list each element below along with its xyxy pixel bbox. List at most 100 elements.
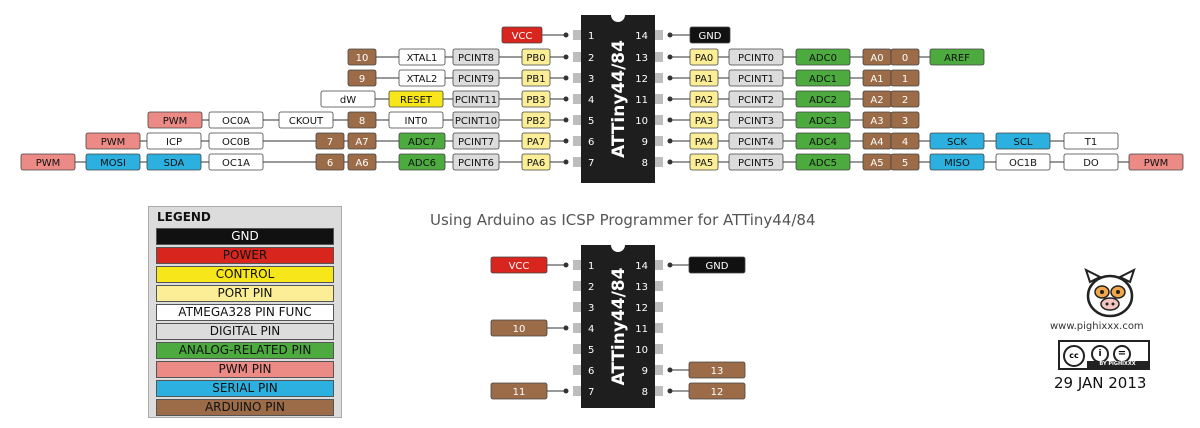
bottom-pin-10-lead: [655, 344, 663, 354]
top-left-5-ckout-box: [278, 111, 334, 129]
bottom-pin-1-lead: [573, 260, 581, 270]
top-left-5-8-box: [347, 111, 377, 129]
top-pin-12-dot: [667, 75, 673, 81]
top-left-7-adc6-box: [398, 153, 446, 171]
top-pin-10-dot: [667, 117, 673, 123]
top-left-3-xtal2: XTAL2: [398, 69, 446, 87]
bottom-pin-11-number: 11: [635, 324, 648, 335]
top-left-7-pa6-text: PA6: [527, 158, 546, 169]
top-left-7-pa6: PA6: [521, 153, 551, 171]
top-pin-5-number: 5: [588, 116, 594, 127]
top-right-11-pcint2-box: [728, 90, 784, 108]
top-pin-4-number: 4: [588, 95, 594, 106]
top-left-6-pa7: PA7: [521, 132, 551, 150]
bottom-right-14-gnd-box: [688, 256, 746, 274]
top-left-4-pcint11: PCINT11: [452, 90, 500, 108]
bottom-pin-2-lead: [573, 281, 581, 291]
top-right-13-aref: AREF: [929, 48, 985, 66]
publish-date: 29 JAN 2013: [1054, 374, 1147, 392]
top-right-11-pa2-box: [689, 90, 719, 108]
top-right-10-a3-text: A3: [870, 116, 883, 127]
top-left-7-6-text: 6: [327, 158, 333, 169]
top-left-6-a7-text: A7: [355, 137, 368, 148]
top-left-6-pwm: PWM: [85, 132, 141, 150]
top-left-6-a7-box: [347, 132, 377, 150]
top-left-6-oc0b-box: [208, 132, 264, 150]
top-right-12-adc1: ADC1: [795, 69, 851, 87]
top-right-8-pcint5-box: [728, 153, 784, 171]
top-left-7-oc1a-text: OC1A: [222, 158, 250, 169]
top-right-11-a2: A2: [862, 90, 892, 108]
top-pin-11-dot: [667, 96, 673, 102]
top-right-9-a4: A4: [862, 132, 892, 150]
top-left-6-adc7-text: ADC7: [408, 137, 436, 148]
top-left-7-a6-text: A6: [355, 158, 368, 169]
bottom-right-9-13-box: [688, 361, 746, 379]
legend-item-digital: DIGITAL PIN: [156, 323, 334, 340]
license-label: BY PIGHIXXX: [1087, 361, 1148, 368]
bottom-pin-12-number: 12: [635, 303, 648, 314]
bottom-pin-7-number: 7: [588, 387, 594, 398]
top-right-8-miso: MISO: [929, 153, 985, 171]
top-right-10-pa3-text: PA3: [695, 116, 714, 127]
top-left-5-pwm-box: [147, 111, 203, 129]
top-right-8-oc1b: OC1B: [995, 153, 1051, 171]
top-pin-8-dot: [667, 159, 673, 165]
top-right-11-adc2-box: [795, 90, 851, 108]
top-left-6-7: 7: [315, 132, 345, 150]
top-pin-9-dot: [667, 138, 673, 144]
top-left-7-mosi-box: [85, 153, 141, 171]
top-left-1-vcc: VCC: [501, 26, 543, 44]
top-right-9-a4-text: A4: [870, 137, 883, 148]
top-left-7-mosi-text: MOSI: [100, 158, 126, 169]
top-right-11-pcint2: PCINT2: [728, 90, 784, 108]
top-left-5-8: 8: [347, 111, 377, 129]
bottom-chip-body: [581, 245, 655, 408]
bottom-pin-9-lead: [655, 365, 663, 375]
top-right-11-adc2: ADC2: [795, 90, 851, 108]
top-right-9-pcint4: PCINT4: [728, 132, 784, 150]
top-left-5-ckout: CKOUT: [278, 111, 334, 129]
top-left-6-pa7-box: [521, 132, 551, 150]
top-left-5-int0-text: INT0: [405, 116, 428, 127]
top-left-7-oc1a: OC1A: [208, 153, 264, 171]
bottom-right-8-12-text: 12: [711, 387, 724, 398]
top-right-13-adc0-text: ADC0: [809, 53, 837, 64]
top-right-8-do: DO: [1063, 153, 1119, 171]
license-badge: cc i = BY PIGHIXXX: [1058, 340, 1150, 370]
top-right-13-a0-text: A0: [870, 53, 883, 64]
top-left-4-pb3-box: [521, 90, 551, 108]
top-right-13-adc0-box: [795, 48, 851, 66]
top-right-14-gnd: GND: [689, 26, 731, 44]
bottom-pin-5-lead: [573, 344, 581, 354]
top-left-7-pa6-box: [521, 153, 551, 171]
top-pin-7-lead: [573, 157, 581, 167]
top-pin-2-number: 2: [588, 53, 594, 64]
top-right-13-pcint0-text: PCINT0: [738, 53, 774, 64]
top-right-8-pwm: PWM: [1128, 153, 1184, 171]
bottom-pin-8-lead: [655, 386, 663, 396]
top-pin-3-number: 3: [588, 74, 594, 85]
bottom-left-7-11-box: [490, 382, 548, 400]
top-pin-14-lead: [655, 30, 663, 40]
bottom-pin-3-lead: [573, 302, 581, 312]
top-pin-5-dot: [563, 117, 569, 123]
top-right-8-5: 5: [890, 153, 920, 171]
top-right-10-3-box: [890, 111, 920, 129]
top-left-7-pcint6: PCINT6: [452, 153, 500, 171]
top-left-5-oc0a-box: [208, 111, 264, 129]
top-left-4-dw: dW: [320, 90, 376, 108]
top-left-2-10-text: 10: [356, 53, 369, 64]
bottom-left-1-vcc-box: [490, 256, 548, 274]
bottom-left-1-vcc: VCC: [490, 256, 548, 274]
top-pin-6-number: 6: [588, 137, 594, 148]
top-left-5-oc0a: OC0A: [208, 111, 264, 129]
top-pin-6-dot: [563, 138, 569, 144]
top-right-10-adc3-text: ADC3: [809, 116, 837, 127]
top-right-12-pcint1-box: [728, 69, 784, 87]
top-left-4-pb3-text: PB3: [526, 95, 545, 106]
top-left-5-pb2: PB2: [521, 111, 551, 129]
top-right-8-pwm-box: [1128, 153, 1184, 171]
top-left-7-pwm-box: [20, 153, 76, 171]
